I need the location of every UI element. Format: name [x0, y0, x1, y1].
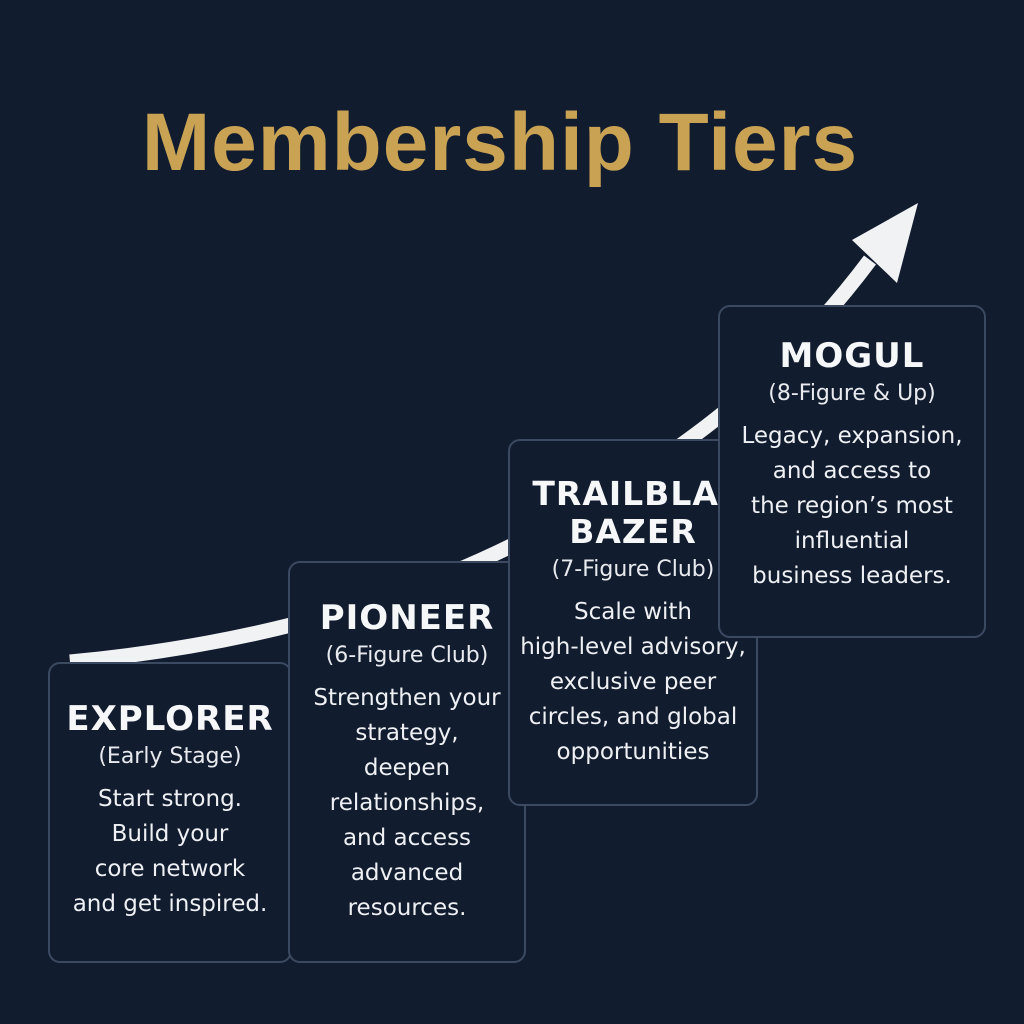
tier-card-pioneer: PIONEER (6-Figure Club) Strengthen your … — [288, 561, 526, 963]
page-title: Membership Tiers — [141, 97, 859, 188]
tier-name: MOGUL — [779, 336, 925, 376]
tier-card-trailblazer: TRAILBLA- BAZER (7-Figure Club) Scale wi… — [508, 439, 758, 806]
tier-description: Strengthen your strategy, deepen relatio… — [313, 685, 501, 921]
tier-subtitle: (Early Stage) — [98, 744, 242, 769]
tier-name: PIONEER — [319, 598, 495, 638]
tier-subtitle: (7-Figure Club) — [551, 557, 715, 582]
tier-description: Scale with high-level advisory, exclusiv… — [520, 599, 746, 765]
tier-name: EXPLORER — [66, 699, 274, 739]
tier-description: Start strong. Build your core network an… — [72, 786, 268, 917]
tier-card-explorer: EXPLORER (Early Stage) Start strong. Bui… — [48, 662, 292, 963]
tier-description: Legacy, expansion, and access to the reg… — [741, 423, 963, 589]
tier-name: TRAILBLA- BAZER — [532, 474, 734, 551]
tier-subtitle: (8-Figure & Up) — [768, 381, 936, 406]
tier-subtitle: (6-Figure Club) — [325, 643, 489, 668]
tier-card-mogul: MOGUL (8-Figure & Up) Legacy, expansion,… — [718, 305, 986, 638]
